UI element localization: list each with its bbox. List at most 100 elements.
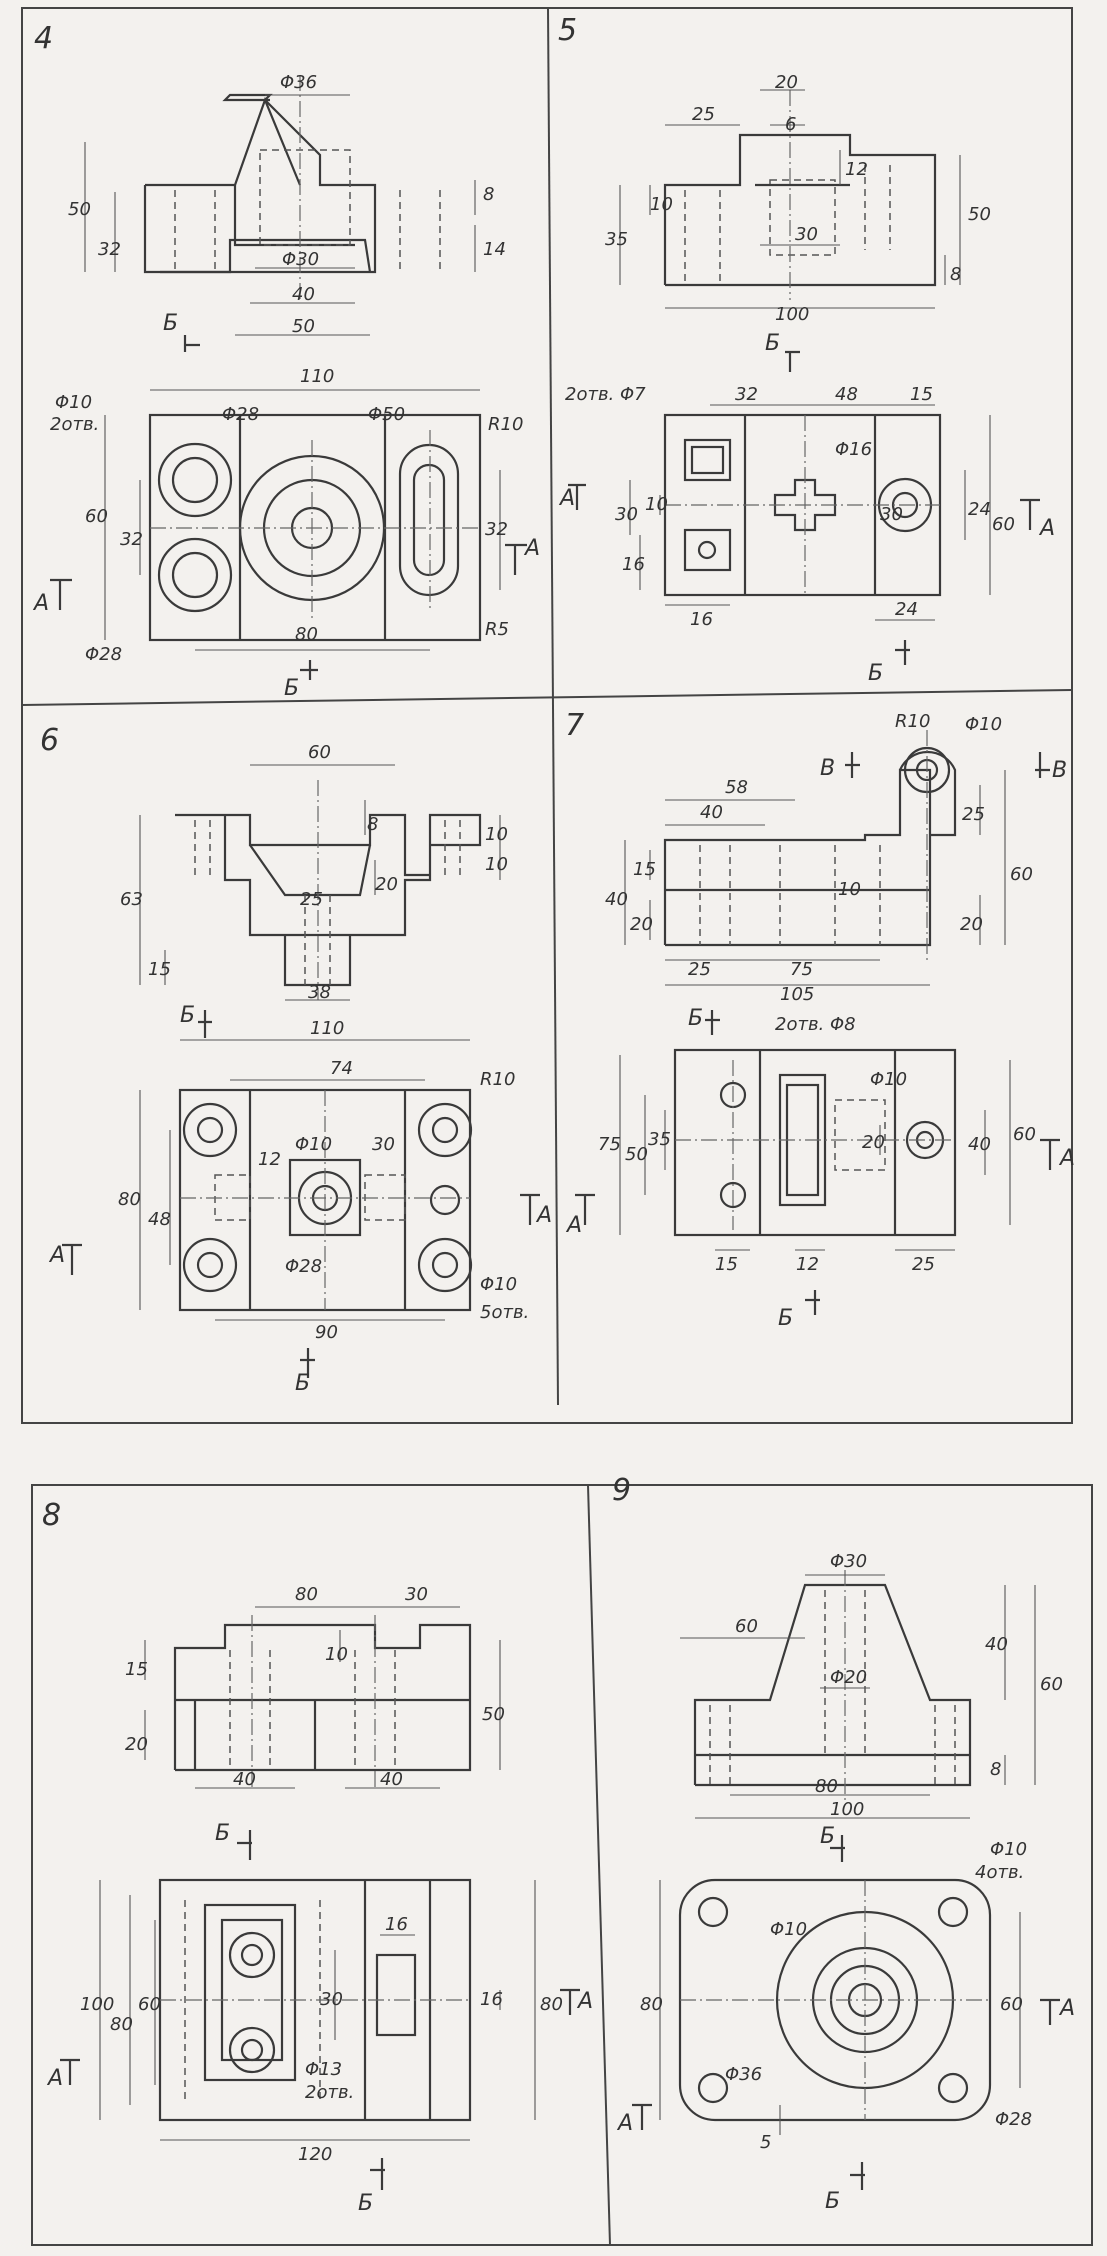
- dim-label: Φ10: [55, 392, 92, 413]
- dim-label: 6: [785, 114, 796, 135]
- dim-label: 5: [760, 2132, 771, 2153]
- dim-label: 60: [1000, 1994, 1023, 2015]
- section-marker: Б: [163, 311, 178, 336]
- section-markers: Б Б А А: [32, 311, 540, 701]
- dim-label: 120: [298, 2144, 332, 2165]
- dim-label: 20: [960, 914, 983, 935]
- dim-label: 48: [835, 384, 858, 405]
- dim-label: 8: [950, 264, 961, 285]
- section-marker: Б: [868, 661, 883, 686]
- front-view: R10 Φ10 58 40 25 15 10 40 60 20 20 25 75…: [605, 711, 1033, 1005]
- dim-label: Φ28: [995, 2109, 1032, 2130]
- dim-label: 38: [308, 982, 331, 1003]
- dim-label: 80: [295, 624, 318, 645]
- dim-label: 50: [68, 199, 91, 220]
- dim-label: 63: [120, 889, 143, 910]
- dim-label: 25: [962, 804, 985, 825]
- panel-4: 4 Φ36 50 32 8 14 Φ30 4: [32, 21, 540, 701]
- dim-label: Φ10: [480, 1274, 517, 1295]
- section-markers: В В Б Б А А: [565, 752, 1075, 1331]
- dim-label: 32: [120, 529, 143, 550]
- dim-label: Φ28: [222, 404, 259, 425]
- section-marker: А: [48, 1243, 65, 1268]
- section-markers: Б Б А А: [48, 1003, 552, 1396]
- dim-label: Φ30: [830, 1551, 867, 1572]
- dim-label: Φ20: [830, 1667, 867, 1688]
- bottom-frame: [31, 1484, 1093, 2246]
- section-marker: А: [46, 2066, 63, 2091]
- dim-label: R5: [485, 619, 509, 640]
- dim-label: 30: [795, 224, 818, 245]
- dim-label: Φ10: [770, 1919, 807, 1940]
- dim-label: 8: [367, 814, 378, 835]
- dim-label: 60: [1010, 864, 1033, 885]
- dim-label: 4отв.: [975, 1862, 1024, 1883]
- dim-label: 20: [862, 1132, 885, 1153]
- front-view: Φ36 50 32 8 14 Φ30 40 50: [68, 72, 506, 337]
- dim-label: 30: [320, 1989, 343, 2010]
- section-marker: А: [535, 1203, 552, 1228]
- dim-label: 50: [968, 204, 991, 225]
- dim-label: 12: [796, 1254, 819, 1275]
- dim-label: 80: [540, 1994, 563, 2015]
- panel-7: 7 R10 Φ10 58 40: [565, 708, 1075, 1331]
- panel-8: 8 80 30 15 10 50 20 40 40: [42, 1498, 593, 2216]
- top-horizontal-divider: [21, 689, 1073, 706]
- dim-label: Φ10: [870, 1069, 907, 1090]
- dim-label: 20: [125, 1734, 148, 1755]
- dim-label: 8: [990, 1759, 1001, 1780]
- dim-label: 30: [615, 504, 638, 525]
- dim-label: 25: [300, 889, 323, 910]
- dim-label: 10: [650, 194, 673, 215]
- dim-label: 8: [483, 184, 494, 205]
- dim-label: 15: [910, 384, 933, 405]
- dim-label: 40: [233, 1769, 256, 1790]
- dim-label: 25: [692, 104, 715, 125]
- dim-label: 60: [735, 1616, 758, 1637]
- dim-label: 110: [300, 366, 334, 387]
- dim-label: 20: [630, 914, 653, 935]
- section-marker: А: [523, 536, 540, 561]
- dim-label: 5отв.: [480, 1302, 529, 1323]
- dim-label: 2отв.: [305, 2082, 354, 2103]
- dim-label: 15: [633, 859, 656, 880]
- panel-5: 5 20 6 25 10 35 12 30: [558, 13, 1055, 686]
- dim-label: Φ10: [295, 1134, 332, 1155]
- dim-label: 40: [292, 284, 315, 305]
- dim-label: 40: [968, 1134, 991, 1155]
- dim-label: Φ28: [85, 644, 122, 665]
- front-view: 20 6 25 10 35 12 30 50 8 100: [605, 72, 991, 325]
- plan-view: 16 100 80 60 30 16 80 Φ13 2отв. 120: [80, 1878, 563, 2165]
- bottom-vertical-divider: [587, 1484, 611, 2246]
- dim-label: Φ10: [990, 1839, 1027, 1860]
- dim-label: 10: [485, 854, 508, 875]
- section-marker: А: [1058, 1146, 1075, 1171]
- dim-label: 14: [483, 239, 506, 260]
- front-view: 80 30 15 10 50 20 40 40: [125, 1584, 505, 1790]
- dim-label: 60: [85, 506, 108, 527]
- dim-label: 50: [625, 1144, 648, 1165]
- dim-label: Φ28: [285, 1256, 322, 1277]
- panel-number: 7: [565, 708, 584, 743]
- dim-label: 80: [640, 1994, 663, 2015]
- dim-label: 24: [968, 499, 991, 520]
- plan-view: 110 74 R10 Φ10 12 30 80 48 Φ28 90 Φ10 5о…: [118, 1018, 529, 1343]
- dim-label: 16: [622, 554, 645, 575]
- section-marker: А: [1038, 516, 1055, 541]
- section-marker: Б: [778, 1306, 793, 1331]
- section-marker: В: [820, 756, 835, 781]
- dim-label: 40: [380, 1769, 403, 1790]
- dim-label: 40: [700, 802, 723, 823]
- dim-label: 2отв. Φ7: [565, 384, 646, 405]
- dim-label: R10: [480, 1069, 515, 1090]
- dim-label: 35: [605, 229, 628, 250]
- dim-label: 15: [148, 959, 171, 980]
- section-marker: А: [558, 486, 575, 511]
- dim-label: 80: [815, 1776, 838, 1797]
- dim-label: Φ30: [282, 249, 319, 270]
- panel-9: 9 Φ30 60 Φ20 40 60 8 80 100: [612, 1473, 1075, 2214]
- dim-label: 2отв. Φ8: [775, 1014, 856, 1035]
- dim-label: 110: [310, 1018, 344, 1039]
- section-marker: Б: [284, 676, 299, 701]
